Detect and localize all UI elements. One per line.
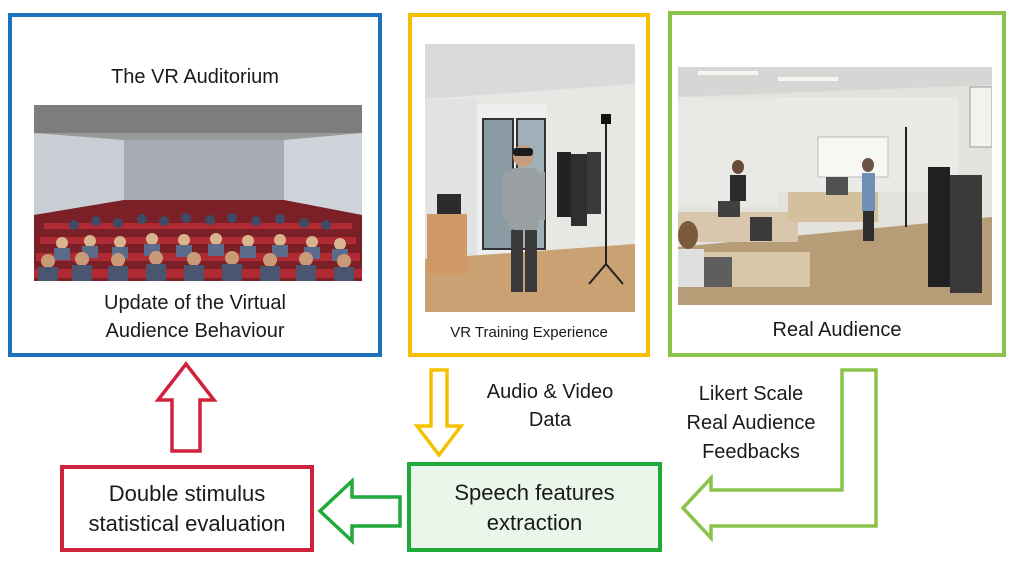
vr-training-photo [425, 44, 635, 312]
red-up-arrow [154, 361, 218, 453]
speech-label-line2: extraction [486, 510, 583, 535]
vr-auditorium-title: The VR Auditorium [111, 66, 279, 88]
double-label-line2: statistical evaluation [88, 511, 286, 536]
green-l-arrow [680, 368, 878, 543]
vr-auditorium-caption-line2: Audience Behaviour [105, 320, 285, 342]
green-left-arrow [317, 476, 402, 546]
real-audience-photo [678, 67, 992, 305]
vr-auditorium-panel: The VR Auditorium [8, 13, 382, 357]
audio-video-label-line1: Audio & Video [486, 381, 614, 403]
real-audience-panel: Real Audience [668, 11, 1006, 357]
yellow-down-arrow [413, 368, 465, 458]
vr-training-panel: VR Training Experience [408, 13, 650, 357]
vr-auditorium-caption-line1: Update of the Virtual [104, 292, 286, 314]
real-audience-caption: Real Audience [772, 319, 902, 341]
likert-label-line1: Likert Scale [698, 383, 804, 405]
double-stimulus-box: Double stimulus statistical evaluation [60, 465, 314, 552]
vr-auditorium-image [34, 105, 362, 281]
audio-video-label-line2: Data [528, 409, 572, 431]
speech-features-box: Speech features extraction [407, 462, 662, 552]
double-label-line1: Double stimulus [108, 481, 266, 506]
likert-label-line3: Feedbacks [702, 441, 800, 463]
likert-label-line2: Real Audience [686, 412, 816, 434]
vr-training-caption: VR Training Experience [450, 324, 608, 341]
speech-label-line1: Speech features [454, 480, 615, 505]
